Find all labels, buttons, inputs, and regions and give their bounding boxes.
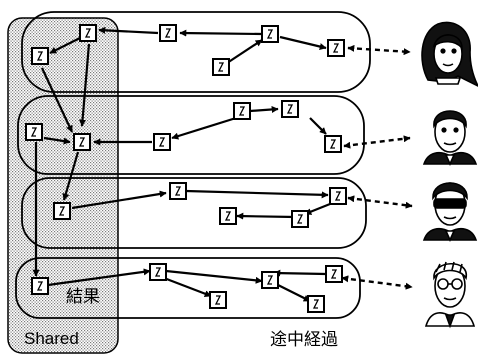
connector [342, 278, 412, 287]
edge [280, 37, 326, 48]
connector [348, 48, 410, 52]
woman-face-icon [422, 22, 478, 86]
edge [172, 118, 236, 138]
edge [180, 33, 262, 34]
man-face-icon [424, 111, 476, 164]
edge [164, 278, 211, 296]
edge [237, 216, 295, 217]
intermediate-label: 途中経過 [270, 332, 338, 349]
connector [344, 138, 410, 146]
edge [250, 109, 278, 111]
edge [276, 284, 310, 301]
edge [166, 271, 262, 281]
edge [186, 191, 328, 195]
edge [274, 273, 326, 274]
result-label: 結果 [66, 289, 100, 306]
glasses-man-face-icon [426, 262, 474, 326]
shared-label: Shared [24, 330, 79, 347]
shared-region [8, 18, 118, 353]
sunglasses-man-face-icon [424, 183, 476, 240]
edge [310, 118, 326, 134]
connector [348, 198, 412, 206]
